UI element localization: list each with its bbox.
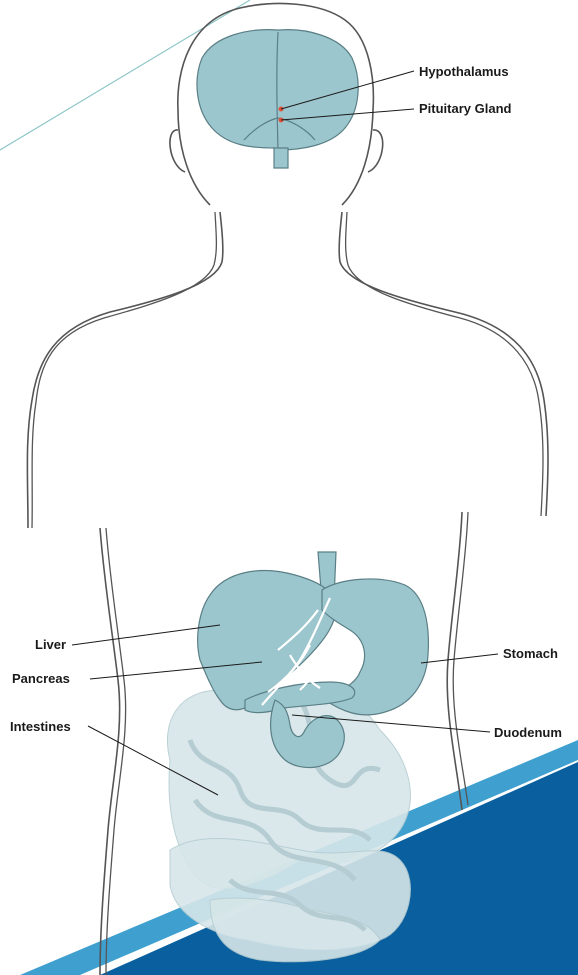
body-outline-inner [32,212,543,528]
liver-label: Liver [35,637,66,652]
hypothalamus-label: Hypothalamus [419,64,509,79]
stomach-leader [421,654,498,663]
torso-left-side-inner [106,528,126,975]
torso-right-side [447,512,462,810]
duodenum-label: Duodenum [494,725,562,740]
pancreas-label: Pancreas [12,671,70,686]
stomach-label: Stomach [503,646,558,661]
torso-left-side [100,528,120,975]
intestines-label: Intestines [10,719,71,734]
pituitary-label: Pituitary Gland [419,101,512,116]
brain [197,30,358,168]
